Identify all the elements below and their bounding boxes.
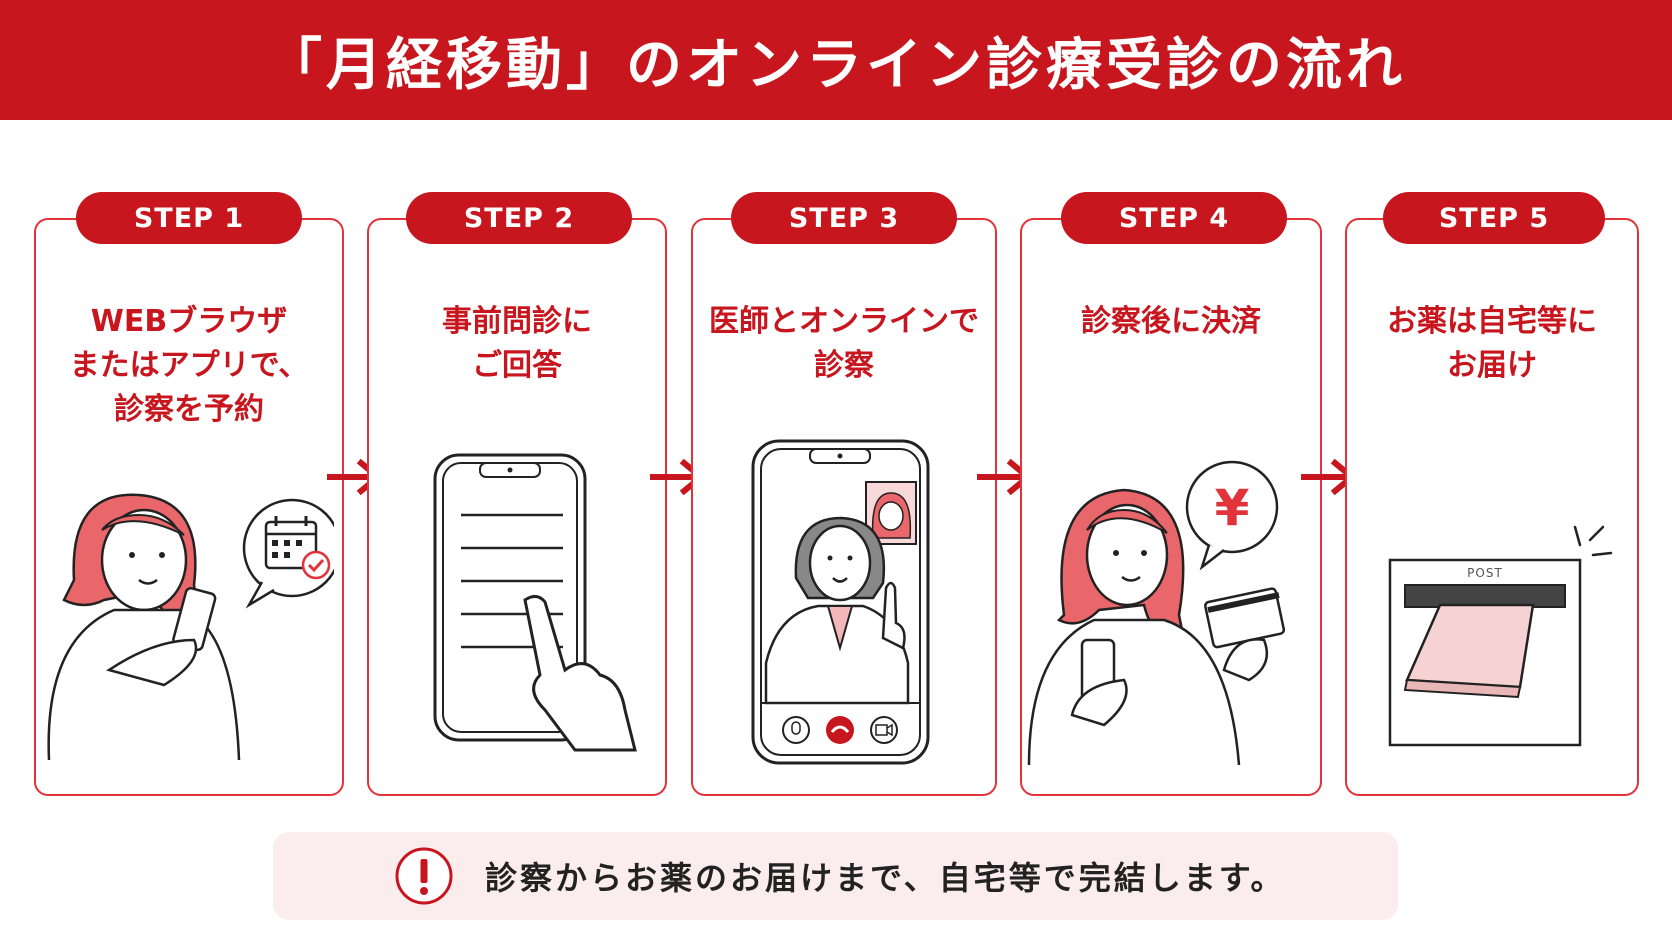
step-badge-2: STEP 2 xyxy=(406,192,632,244)
exclamation-icon xyxy=(395,847,453,905)
woman-smartphone-calendar-icon xyxy=(47,493,334,761)
postbox-delivery-icon: POST xyxy=(1388,525,1613,747)
hangup-icon xyxy=(826,716,854,744)
svg-text:POST: POST xyxy=(1467,566,1503,580)
step-title-4: 診察後に決済 xyxy=(1081,304,1261,339)
summary-note: 診察からお薬のお届けまで、自宅等で完結します。 xyxy=(273,832,1398,920)
page-title: 「月経移動」のオンライン診療受診の流れ xyxy=(266,32,1406,98)
step-title-2: 事前問診に ご回答 xyxy=(442,304,592,383)
step-title-5: お薬は自宅等に お届け xyxy=(1387,304,1597,383)
step-title-1: WEBブラウザ またはアプリで、 診察を予約 xyxy=(69,304,309,427)
title-banner: 「月経移動」のオンライン診療受診の流れ xyxy=(0,0,1672,120)
step-badge-5: STEP 5 xyxy=(1383,192,1605,244)
step-badge-3: STEP 3 xyxy=(731,192,957,244)
svg-text:¥: ¥ xyxy=(1215,479,1250,537)
step-title-3: 医師とオンラインで 診察 xyxy=(709,304,979,383)
camera-icon xyxy=(870,716,898,744)
step-badge-1: STEP 1 xyxy=(76,192,302,244)
video-call-doctor-icon xyxy=(751,439,930,765)
summary-note-text: 診察からお薬のお届けまで、自宅等で完結します。 xyxy=(485,859,1286,897)
mic-icon xyxy=(782,716,810,744)
woman-credit-card-icon: ¥ xyxy=(1027,460,1286,766)
smartphone-questionnaire-icon xyxy=(433,453,637,752)
step-badge-4: STEP 4 xyxy=(1061,192,1287,244)
